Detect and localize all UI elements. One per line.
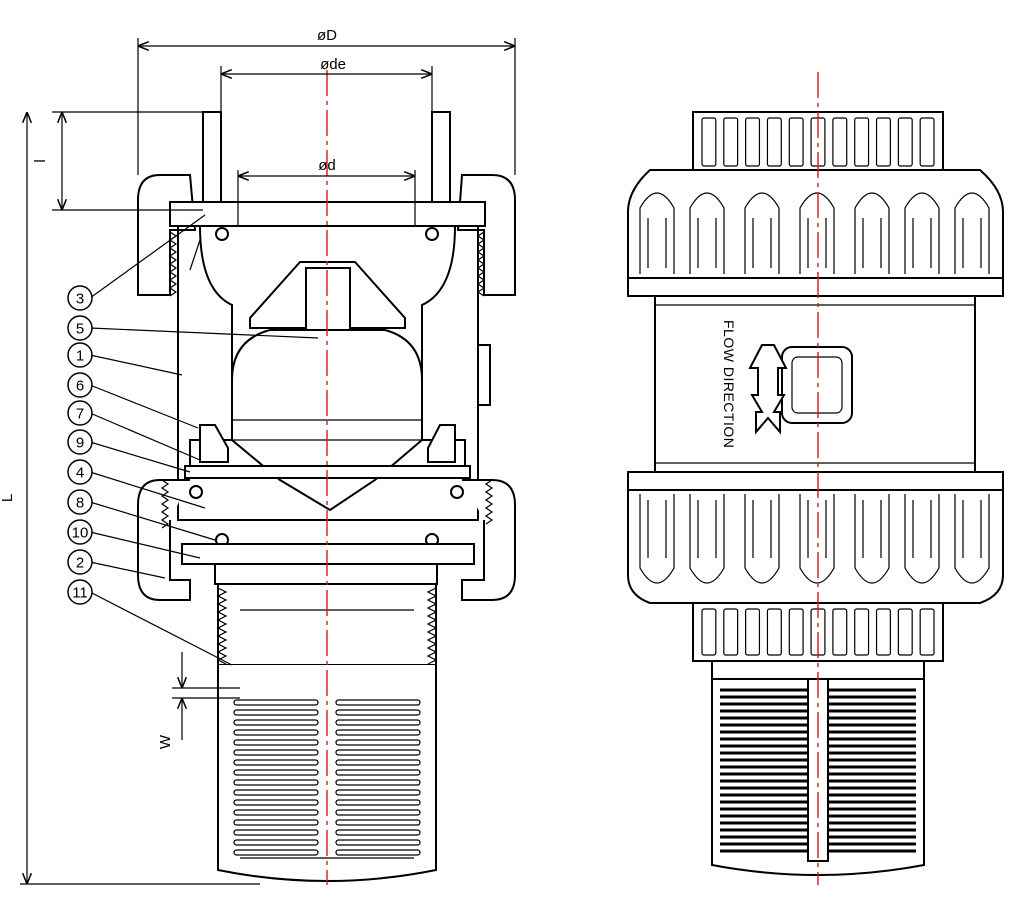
callout-4: 4 [67,459,93,485]
callout-1: 1 [67,342,93,368]
seat-seal-right [427,424,456,463]
union-nut-upper-right [456,174,516,296]
flow-direction-arrow [748,344,788,435]
body-inspection-window [781,346,853,424]
flow-direction-label: FLOW DIRECTION [721,320,737,448]
callout-11: 11 [67,579,93,605]
callout-10: 10 [67,519,93,545]
strainer-slots [233,699,421,856]
callout-7: 7 [67,400,93,426]
label-outer-diameter: øD [317,27,337,44]
label-inner-diameter: ød [318,157,336,174]
callout-6: 6 [67,372,93,398]
lower-connector [181,543,475,565]
callout-number: 1 [76,348,84,365]
callout-9: 9 [67,429,93,455]
o-ring-top-left [215,227,229,241]
callout-number: 3 [76,291,84,308]
union-nut-lower-right [461,479,516,601]
exterior-union-nut-upper [627,169,1004,279]
callout-number: 11 [72,585,88,602]
union-nut-upper-left [137,174,197,296]
callout-number: 2 [76,555,84,572]
callout-5: 5 [67,315,93,341]
label-slot-width: W [157,734,174,749]
callout-number: 9 [76,435,84,452]
upper-nut-ring [627,277,1004,297]
callout-3: 3 [67,285,93,311]
callout-number: 4 [76,465,84,482]
callout-number: 8 [76,495,84,512]
thread-upper-right [476,231,486,297]
section-view: øD øde ød l L W 3 5 1 6 7 9 4 8 10 2 11 [0,27,516,885]
callout-8: 8 [67,489,93,515]
seat-seal-left [199,424,229,463]
o-ring-top-right [425,227,439,241]
part-callouts: 3 5 1 6 7 9 4 8 10 2 11 [67,214,319,666]
body-inspection-window-inner [791,356,843,414]
thread-upper-left [168,231,178,297]
label-end-diameter: øde [320,56,346,73]
callout-number: 5 [76,321,84,338]
callout-number: 6 [76,378,84,395]
label-socket-length: l [32,159,49,162]
socket-wall-left [202,111,222,213]
lower-nut-ribs [639,494,990,584]
callout-2: 2 [67,549,93,575]
upper-nut-ribs [639,192,990,274]
exterior-view: FLOW DIRECTION [627,72,1004,885]
label-total-length: L [0,494,16,502]
lower-nut-ring [627,471,1004,491]
top-band-ribs [701,117,935,167]
callout-number: 10 [72,525,89,542]
strainer-collar [214,563,438,585]
body-boss [477,344,491,406]
socket-wall-right [431,111,451,213]
callout-number: 7 [76,406,84,423]
union-nut-lower-left [137,479,191,601]
o-ring-mid-left [189,485,203,499]
exterior-union-nut-lower [627,489,1004,604]
o-ring-mid-right [450,485,464,499]
